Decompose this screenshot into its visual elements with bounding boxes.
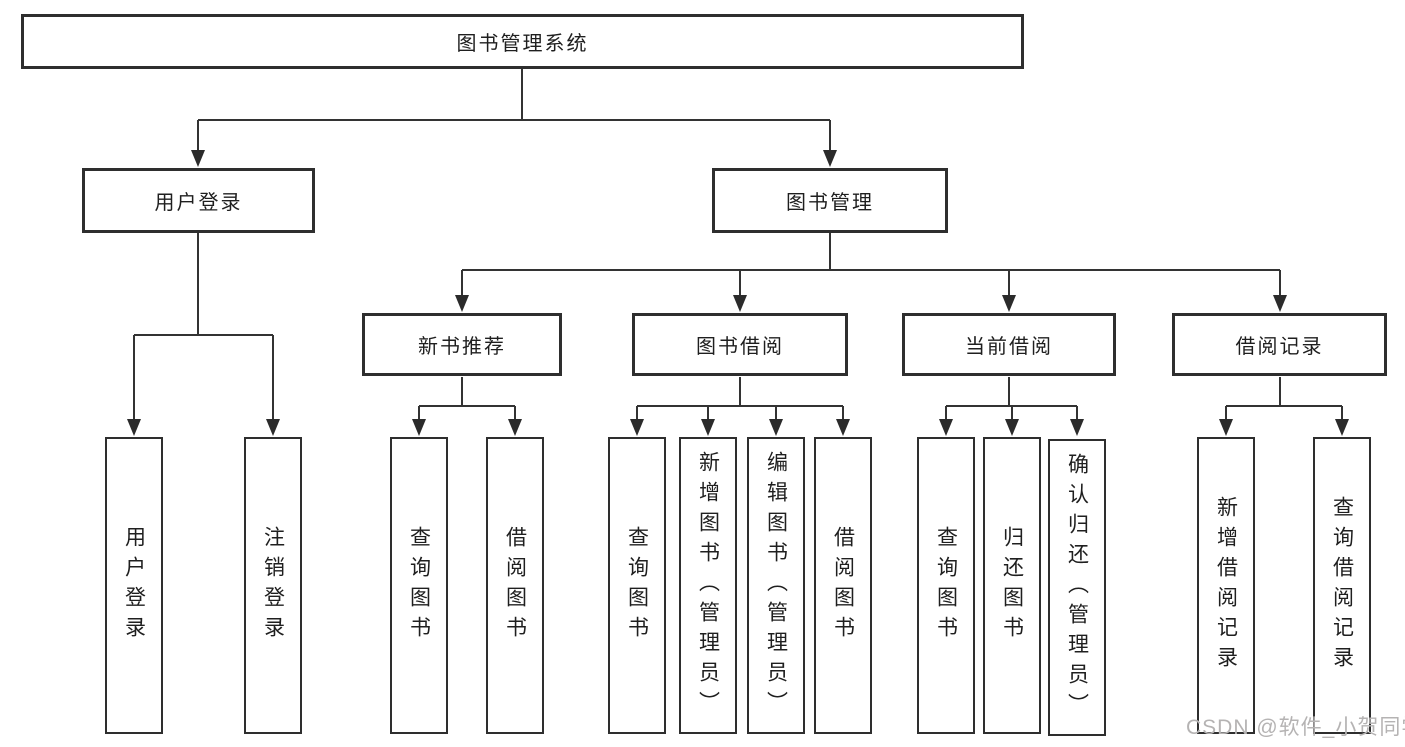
node-book-borrow: 图书借阅: [632, 313, 848, 376]
leaf-add-books-admin: 新增图书（管理员）: [679, 437, 737, 734]
node-book-management: 图书管理: [712, 168, 948, 233]
arrow-heads: [127, 150, 1349, 436]
leaf-add-borrow-record: 新增借阅记录: [1197, 437, 1255, 734]
leaf-edit-books-admin: 编辑图书（管理员）: [747, 437, 805, 734]
node-user-login: 用户登录: [82, 168, 315, 233]
csdn-watermark: CSDN @软件_小贺同学: [1186, 716, 1405, 739]
leaf-current-query-books: 查询图书: [917, 437, 975, 734]
node-borrow-records: 借阅记录: [1172, 313, 1387, 376]
leaf-borrow-query-books: 查询图书: [608, 437, 666, 734]
leaf-query-borrow-record: 查询借阅记录: [1313, 437, 1371, 734]
leaf-recommend-query-books: 查询图书: [390, 437, 448, 734]
leaf-logout: 注销登录: [244, 437, 302, 734]
node-new-book-recommend: 新书推荐: [362, 313, 562, 376]
leaf-confirm-return-admin: 确认归还（管理员）: [1048, 439, 1106, 736]
leaf-user-login: 用户登录: [105, 437, 163, 734]
leaf-recommend-borrow-books: 借阅图书: [486, 437, 544, 734]
node-root-system: 图书管理系统: [21, 14, 1024, 69]
node-current-borrow: 当前借阅: [902, 313, 1116, 376]
leaf-return-books: 归还图书: [983, 437, 1041, 734]
leaf-borrow-books: 借阅图书: [814, 437, 872, 734]
